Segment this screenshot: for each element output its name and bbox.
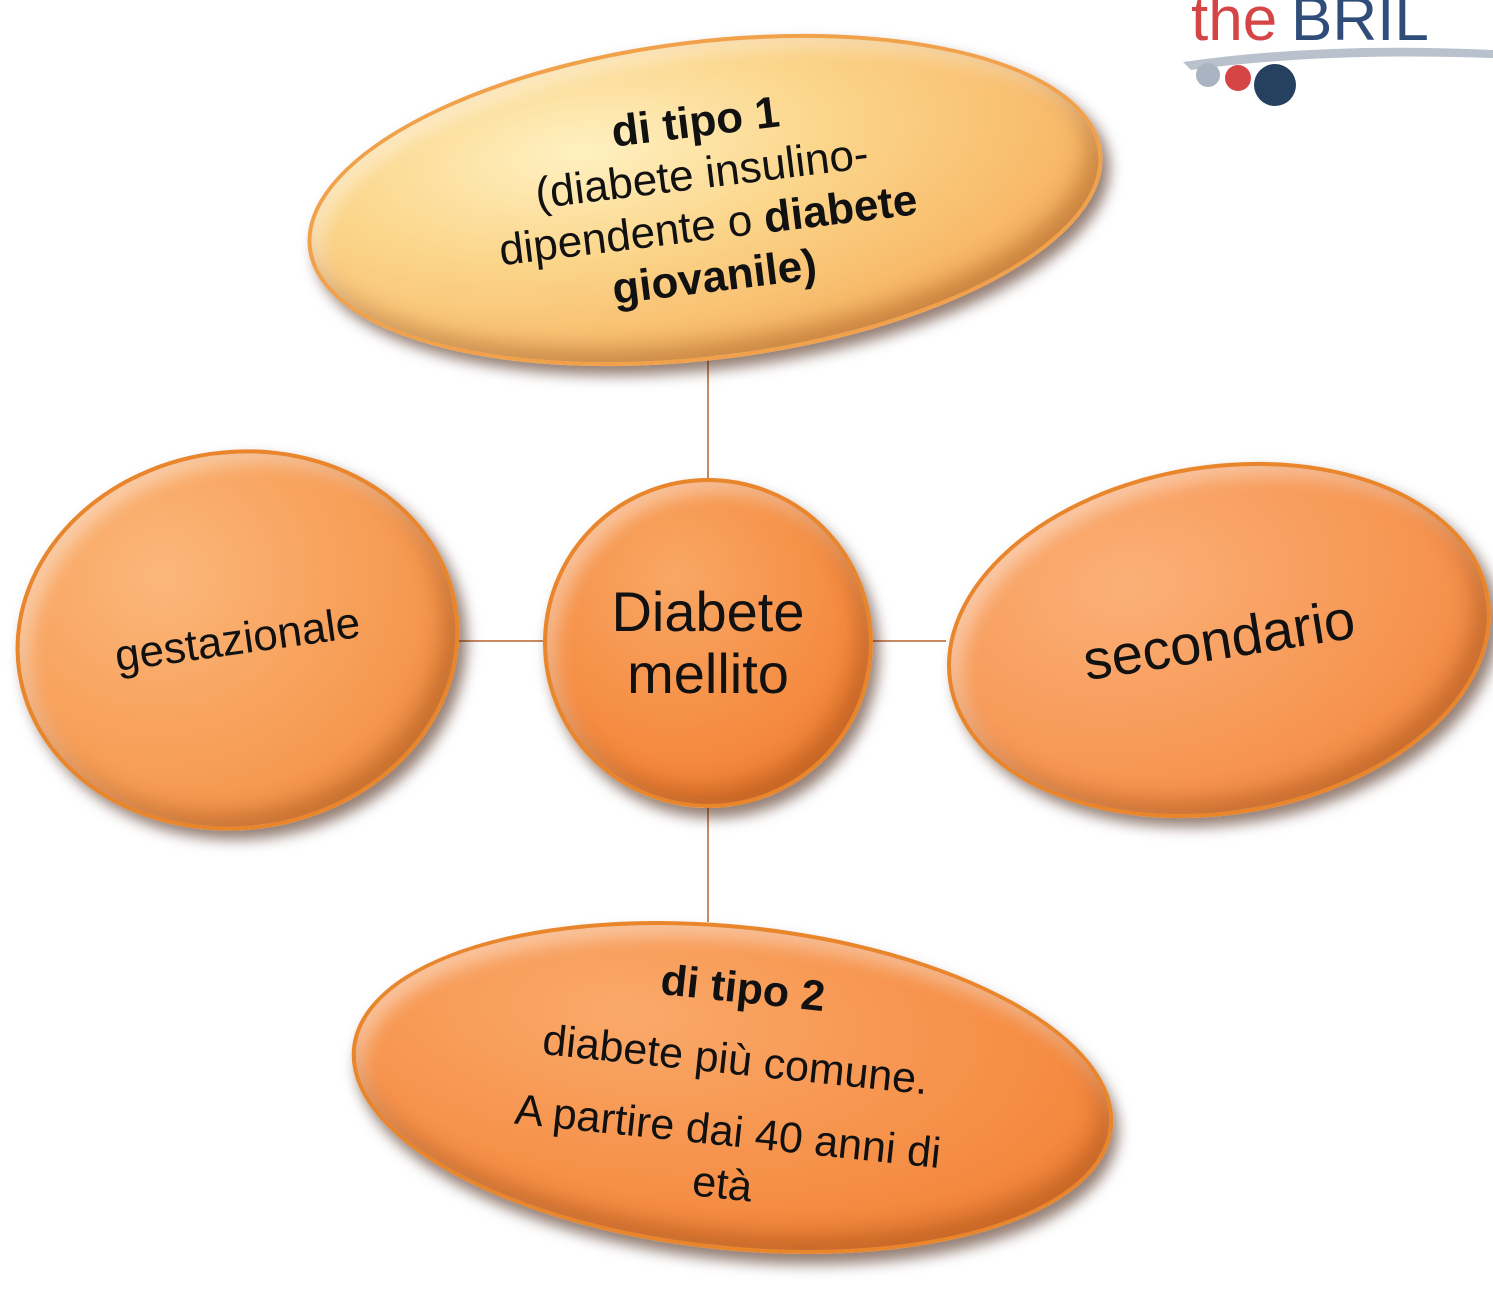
logo-swoosh bbox=[1183, 47, 1493, 70]
node-center-line2: mellito bbox=[627, 642, 789, 705]
node-diabetes-mellitus: Diabete mellito bbox=[543, 478, 873, 808]
logo-text-blue: BRIL bbox=[1291, 0, 1429, 54]
node-gestational-label: gestazionale bbox=[111, 598, 364, 682]
node-center-line1: Diabete bbox=[611, 580, 805, 644]
logo-dot-navy bbox=[1254, 64, 1296, 106]
node-secondary-label: secondario bbox=[1078, 587, 1360, 693]
logo-dot-red bbox=[1225, 65, 1251, 91]
node-type2-title: di tipo 2 bbox=[658, 956, 828, 1022]
node-type2-line3: età bbox=[690, 1157, 755, 1212]
logo-dot-grey bbox=[1196, 63, 1220, 87]
brand-logo: the BRIL bbox=[1183, 0, 1493, 106]
logo-text-red: the bbox=[1191, 0, 1277, 54]
